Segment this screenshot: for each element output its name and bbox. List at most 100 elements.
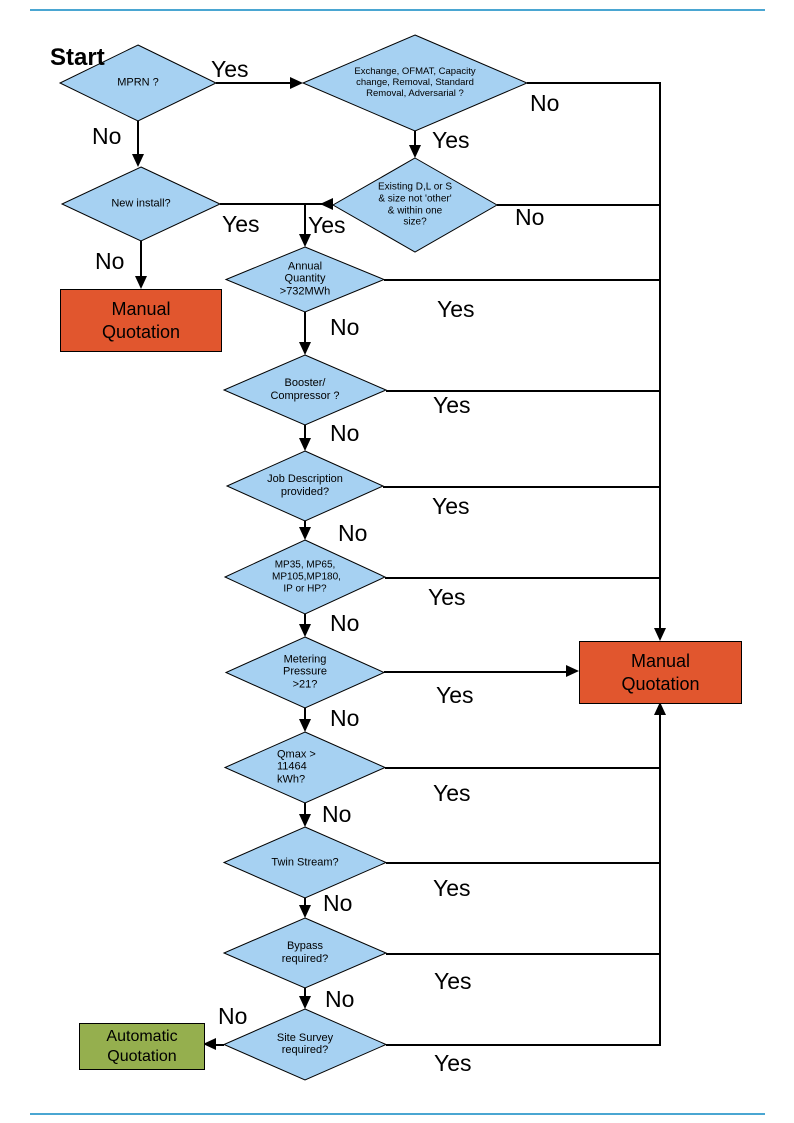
decision-mprn-label: MPRN ? <box>117 76 159 89</box>
arrow-into-twin <box>299 814 311 827</box>
diamond-shape <box>303 35 527 131</box>
arrow-into-exchange <box>290 77 303 89</box>
decision-booster-label: Booster/ Compressor ? <box>270 377 340 402</box>
diamond-shape <box>227 451 383 521</box>
arrow-into-metering <box>299 624 311 637</box>
decision-site-survey: Site Survey required? <box>224 1009 386 1080</box>
arrow-into-booster <box>299 342 311 355</box>
connector-metering-no <box>304 708 306 719</box>
diamond-shape <box>224 1009 386 1080</box>
connector-mprn-yes <box>216 82 291 84</box>
edge-label-qmax-no: No <box>322 801 352 827</box>
edge-label-metering-no: No <box>330 705 360 731</box>
arrow-existing-yes <box>320 198 333 210</box>
edge-label-twin-no: No <box>323 890 353 916</box>
arrow-into-manual-right-left <box>566 665 579 677</box>
diamond-shape <box>226 637 384 708</box>
edge-label-job-yes: Yes <box>432 493 470 519</box>
connector-exchange-yes <box>414 131 416 146</box>
edge-label-newinstall-no: No <box>95 248 125 274</box>
connector-mprn-no <box>137 121 139 154</box>
decision-booster: Booster/ Compressor ? <box>224 355 386 425</box>
arrow-into-site <box>299 996 311 1009</box>
connector-booster-no <box>304 425 306 438</box>
decision-job-description: Job Description provided? <box>227 451 383 521</box>
connector-site-yes <box>386 1044 661 1046</box>
connector-twin-yes <box>386 862 661 864</box>
manual-quotation-right-label: Manual Quotation <box>621 651 700 694</box>
connector-annual-no <box>304 312 306 342</box>
connector-job-no <box>304 521 306 527</box>
decision-mp-tier: MP35, MP65, MP105,MP180, IP or HP? <box>225 540 385 614</box>
connector-mptier-yes <box>385 577 661 579</box>
connector-twin-no <box>304 898 306 905</box>
edge-label-existing-no: No <box>515 204 545 230</box>
diamond-shape <box>62 167 220 241</box>
arrow-into-existing <box>409 145 421 158</box>
edge-label-bypass-yes: Yes <box>434 968 472 994</box>
decision-twin-stream-label: Twin Stream? <box>271 856 339 869</box>
diamond-shape <box>224 355 386 425</box>
diamond-shape <box>225 732 385 803</box>
decision-bypass: Bypass required? <box>224 918 386 988</box>
decision-mp-tier-label: MP35, MP65, MP105,MP180, IP or HP? <box>272 559 341 594</box>
edge-label-bypass-no: No <box>325 986 355 1012</box>
edge-label-booster-yes: Yes <box>433 392 471 418</box>
decision-mprn: MPRN ? <box>60 45 216 121</box>
arrow-into-newinstall <box>132 154 144 167</box>
bottom-page-rule <box>30 1113 765 1115</box>
decision-existing-label: Existing D,L or S & size not 'other' & w… <box>377 181 453 228</box>
edge-label-exchange-yes: Yes <box>432 127 470 153</box>
decision-bypass-label: Bypass required? <box>281 940 329 965</box>
manual-quotation-left-label: Manual Quotation <box>101 299 181 342</box>
edge-label-metering-yes: Yes <box>436 682 474 708</box>
diamond-shape <box>225 540 385 614</box>
edge-label-qmax-yes: Yes <box>433 780 471 806</box>
connector-newinstall-yes <box>220 203 333 205</box>
decision-qmax-label: Qmax > 11464 kWh? <box>277 748 316 786</box>
top-page-rule <box>30 9 765 11</box>
decision-exchange: Exchange, OFMAT, Capacity change, Remova… <box>303 35 527 131</box>
decision-qmax: Qmax > 11464 kWh? <box>225 732 385 803</box>
arrow-into-bypass <box>299 905 311 918</box>
arrow-into-job <box>299 438 311 451</box>
connector-booster-yes <box>386 390 661 392</box>
decision-twin-stream: Twin Stream? <box>224 827 386 898</box>
automatic-quotation-box: Automatic Quotation <box>79 1023 205 1070</box>
diamond-shape <box>224 827 386 898</box>
arrow-into-manual-right-bottom <box>654 702 666 715</box>
connector-right-vertical-upper <box>659 82 661 628</box>
edge-label-annual-no: No <box>330 314 360 340</box>
arrow-into-manual-right-top <box>654 628 666 641</box>
arrow-into-mptier <box>299 527 311 540</box>
edge-label-site-no: No <box>218 1003 248 1029</box>
arrow-into-automatic <box>203 1038 216 1050</box>
diamond-shape <box>226 247 384 312</box>
connector-existing-no <box>497 204 660 206</box>
decision-new-install: New install? <box>62 167 220 241</box>
connector-metering-yes <box>384 671 566 673</box>
diamond-shape <box>224 918 386 988</box>
decision-annual-quantity-label: Annual Quantity >732MWh <box>279 260 331 298</box>
connector-site-no <box>216 1044 224 1046</box>
edge-label-site-yes: Yes <box>434 1050 472 1076</box>
connector-mptier-no <box>304 614 306 624</box>
edge-label-annual-yes: Yes <box>437 296 475 322</box>
edge-label-twin-yes: Yes <box>433 875 471 901</box>
edge-label-exchange-no: No <box>530 90 560 116</box>
decision-metering-pressure-label: Metering Pressure >21? <box>282 653 328 691</box>
connector-bypass-no <box>304 988 306 996</box>
arrow-into-annual <box>299 234 311 247</box>
automatic-quotation-label: Automatic Quotation <box>106 1027 178 1065</box>
diamond-shape <box>333 158 497 252</box>
manual-quotation-box-left: Manual Quotation <box>60 289 222 352</box>
arrow-into-qmax <box>299 719 311 732</box>
start-label: Start <box>50 44 105 71</box>
connector-junction-down <box>304 204 306 234</box>
manual-quotation-box-right: Manual Quotation <box>579 641 742 704</box>
connector-qmax-yes <box>385 767 661 769</box>
arrow-into-manual-left <box>135 276 147 289</box>
edge-label-job-no: No <box>338 520 368 546</box>
connector-bypass-yes <box>386 953 661 955</box>
